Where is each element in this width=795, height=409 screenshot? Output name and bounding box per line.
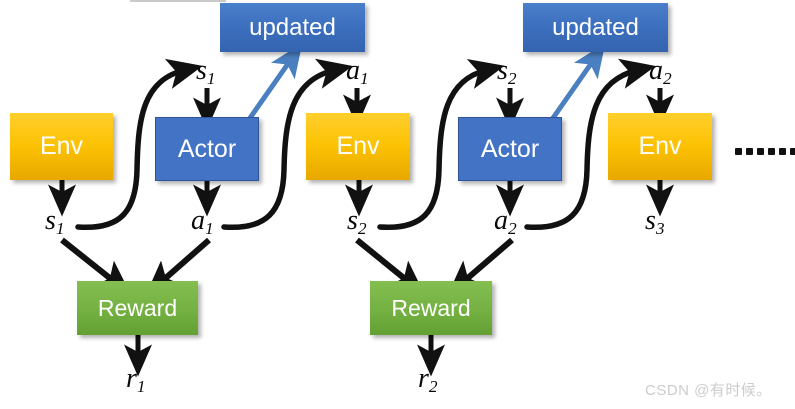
label-s2-bottom-base: s [347, 205, 358, 236]
node-reward-1[interactable]: Reward [77, 281, 198, 335]
arrow-s1-bottom-to-s1-top [75, 58, 203, 231]
label-s1-bottom-base: s [45, 205, 56, 236]
node-reward-2[interactable]: Reward [370, 281, 492, 335]
node-updated-2-label: updated [552, 13, 639, 41]
label-s1-top: s1 [196, 55, 216, 89]
arrow-a1-to-reward1 [145, 237, 211, 296]
label-a1-bottom-sub: 1 [205, 218, 214, 238]
label-a2-top-sub: 2 [663, 68, 672, 88]
node-env-1-label: Env [39, 132, 84, 160]
label-r1: r1 [126, 363, 146, 397]
label-a2-bottom-base: a [494, 205, 508, 236]
label-r1-sub: 1 [136, 376, 146, 396]
label-s2-bottom: s2 [347, 205, 367, 239]
node-updated-1[interactable]: updated [220, 3, 365, 52]
arrow-a2-to-reward2 [447, 237, 514, 296]
label-a1-top-sub: 1 [360, 68, 369, 88]
node-env-3[interactable]: Env [608, 113, 712, 180]
label-a1-top: a1 [346, 55, 369, 89]
label-r2: r2 [418, 363, 438, 397]
node-actor-2-label: Actor [480, 134, 540, 163]
label-s3-bottom: s3 [645, 205, 665, 239]
arrow-actor1-to-updated1 [240, 43, 303, 130]
label-s2-top: s2 [497, 55, 517, 89]
arrow-a1-bottom-to-a1-top [221, 58, 353, 231]
node-updated-2[interactable]: updated [523, 3, 668, 52]
continuation-dots-icon [735, 148, 795, 155]
label-s3-bottom-sub: 3 [655, 218, 665, 238]
label-a1-top-base: a [346, 55, 360, 86]
label-a1-bottom: a1 [191, 205, 214, 239]
arrow-s1-to-reward1 [60, 237, 132, 295]
label-a1-bottom-base: a [191, 205, 205, 236]
label-a2-bottom-sub: 2 [508, 218, 517, 238]
arrow-s2-bottom-to-s2-top [377, 58, 505, 231]
node-env-2[interactable]: Env [306, 113, 410, 180]
label-s1-top-base: s [196, 55, 207, 86]
node-reward-1-label: Reward [97, 294, 178, 321]
node-env-2-label: Env [336, 132, 380, 160]
csdn-watermark: CSDN @有时候。 [645, 382, 772, 399]
label-a2-top-base: a [649, 55, 663, 86]
node-actor-1-label: Actor [177, 134, 237, 163]
label-s1-bottom-sub: 1 [55, 218, 65, 238]
label-r2-base: r [418, 363, 429, 394]
arrow-s2-to-reward2 [355, 237, 425, 296]
label-a2-top: a2 [649, 55, 672, 89]
label-a2-bottom: a2 [494, 205, 517, 239]
arrow-actor2-to-updated2 [543, 43, 606, 130]
node-actor-2[interactable]: Actor [458, 117, 562, 181]
label-s2-top-base: s [497, 55, 508, 86]
label-s1-top-sub: 1 [206, 68, 216, 88]
node-env-1[interactable]: Env [10, 113, 113, 180]
label-s2-top-sub: 2 [507, 68, 517, 88]
label-r1-base: r [126, 363, 137, 394]
node-reward-2-label: Reward [391, 294, 471, 321]
label-s1-bottom: s1 [45, 205, 65, 239]
label-s2-bottom-sub: 2 [357, 218, 367, 238]
node-env-3-label: Env [638, 132, 682, 160]
node-updated-1-label: updated [249, 13, 336, 41]
slide-edge-artifact [130, 0, 226, 2]
label-r2-sub: 2 [428, 376, 438, 396]
arrow-a2-bottom-to-a2-top [524, 58, 656, 231]
node-actor-1[interactable]: Actor [155, 117, 259, 181]
label-s3-bottom-base: s [645, 205, 656, 236]
